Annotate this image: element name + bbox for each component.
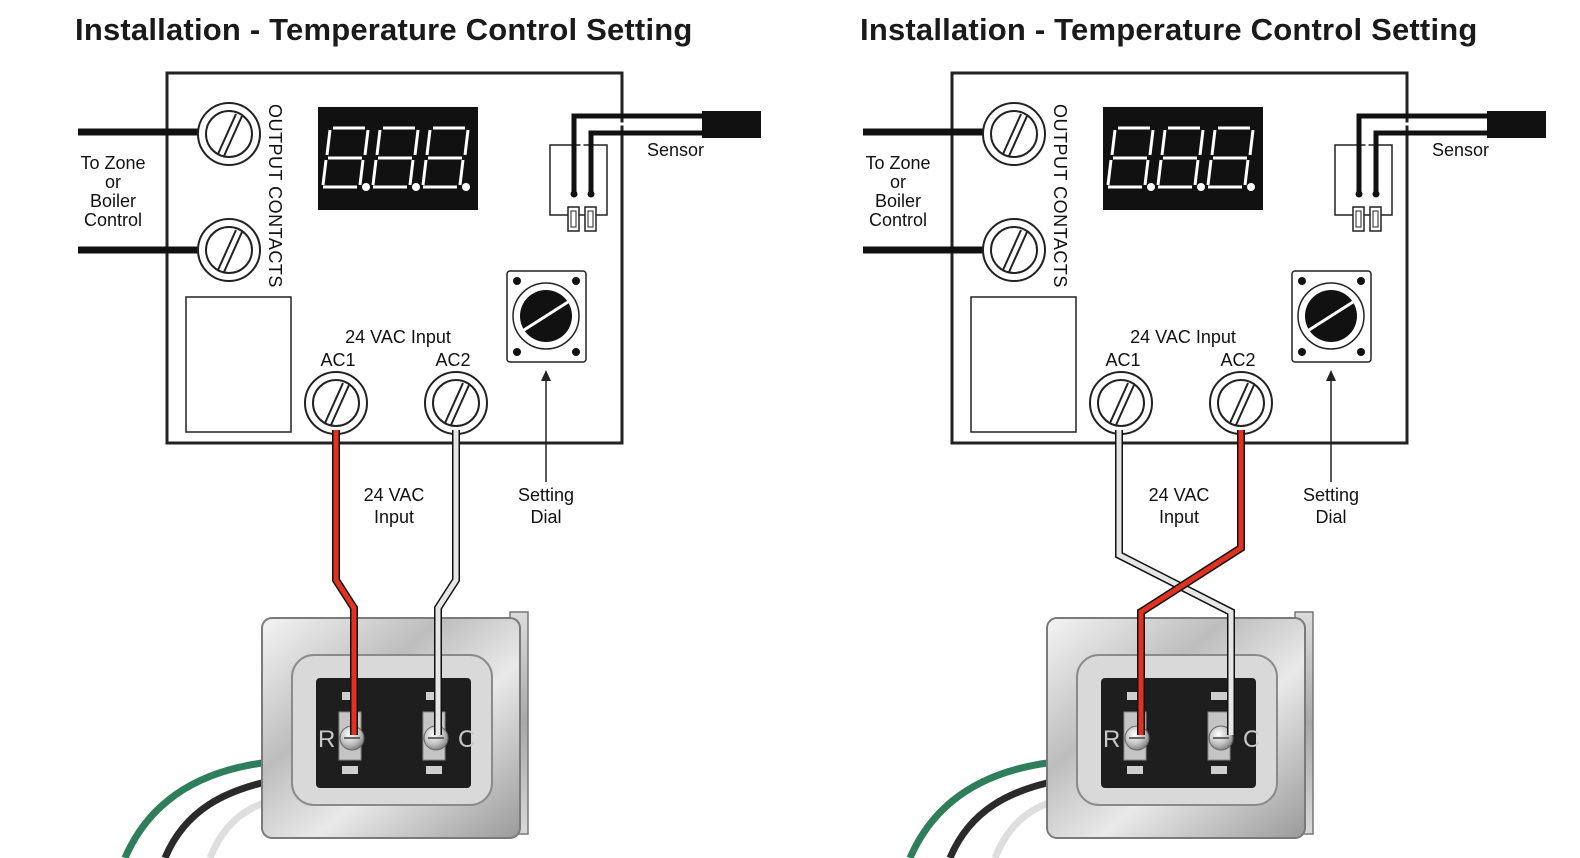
vac-input-label-2: Input — [1158, 507, 1200, 527]
sensor-label: Sensor — [647, 140, 705, 160]
or-label: or — [104, 172, 122, 192]
setting-dial[interactable] — [1291, 270, 1372, 363]
display-digits — [1106, 126, 1255, 191]
ac1-label: AC1 — [1105, 350, 1141, 370]
transformer-leads — [121, 758, 281, 858]
output-terminal-1 — [197, 102, 261, 166]
ac2-label: AC2 — [1220, 350, 1256, 370]
ac1-terminal — [1089, 371, 1153, 435]
white-wire — [435, 430, 459, 735]
page-title: Installation - Temperature Control Setti… — [75, 12, 693, 47]
setting-dial[interactable] — [506, 270, 587, 363]
sensor-cable — [570, 111, 761, 198]
ac2-label: AC2 — [435, 350, 471, 370]
or-label: or — [889, 172, 907, 192]
ac2-terminal — [424, 371, 488, 435]
ac1-terminal — [304, 371, 368, 435]
sensor-probe — [702, 111, 761, 138]
boiler-label: Boiler — [89, 191, 137, 211]
terminal-c-label: C — [1243, 726, 1260, 753]
output-terminal-2 — [982, 218, 1046, 282]
wiring-diagram: R C — [78, 71, 761, 858]
control-label: Control — [868, 210, 928, 230]
black-lead — [946, 776, 1061, 858]
ac1-label: AC1 — [320, 350, 356, 370]
green-lead — [906, 758, 1056, 858]
control-label: Control — [83, 210, 143, 230]
setting-label-2: Dial — [1315, 507, 1347, 527]
terminal-r-label: R — [1103, 726, 1120, 753]
transformer: R C — [1046, 611, 1314, 839]
sensor-probe — [1487, 111, 1546, 138]
transformer-leads — [906, 758, 1066, 858]
red-wire — [1138, 430, 1244, 735]
panel-straight-wiring: R C — [75, 12, 761, 858]
output-contacts-label: OUTPUT CONTACTS — [1050, 104, 1070, 288]
transformer: R C — [261, 611, 529, 839]
vac-input-label-1: 24 VAC — [363, 485, 425, 505]
black-lead — [161, 776, 276, 858]
vac-input-label-1: 24 VAC — [1148, 485, 1210, 505]
setting-label-1: Setting — [517, 485, 575, 505]
vac-input-label-top: 24 VAC Input — [345, 327, 451, 347]
wiring-diagram: R C — [863, 71, 1546, 858]
sensor-connector — [1334, 144, 1393, 216]
setting-label-2: Dial — [530, 507, 562, 527]
terminal-c-label: C — [458, 726, 475, 753]
sensor-connector — [549, 144, 608, 216]
vac-input-label-top: 24 VAC Input — [1130, 327, 1236, 347]
relay-block — [970, 296, 1077, 433]
setting-label-1: Setting — [1302, 485, 1360, 505]
to-zone-label: To Zone — [865, 153, 931, 173]
panel-crossed-wiring: R C — [785, 0, 1575, 858]
sensor-label: Sensor — [1432, 140, 1490, 160]
red-wire — [333, 430, 357, 735]
ac2-terminal — [1209, 371, 1273, 435]
to-zone-label: To Zone — [80, 153, 146, 173]
output-contacts-label: OUTPUT CONTACTS — [265, 104, 285, 288]
green-lead — [121, 758, 271, 858]
boiler-label: Boiler — [874, 191, 922, 211]
vac-input-label-2: Input — [373, 507, 415, 527]
terminal-r-label: R — [318, 726, 335, 753]
display-digits — [321, 126, 470, 191]
output-terminal-2 — [197, 218, 261, 282]
relay-block — [185, 296, 292, 433]
output-terminal-1 — [982, 102, 1046, 166]
sensor-cable — [1355, 111, 1546, 198]
white-wire — [1116, 430, 1234, 735]
page-title: Installation - Temperature Control Setti… — [860, 12, 1478, 47]
